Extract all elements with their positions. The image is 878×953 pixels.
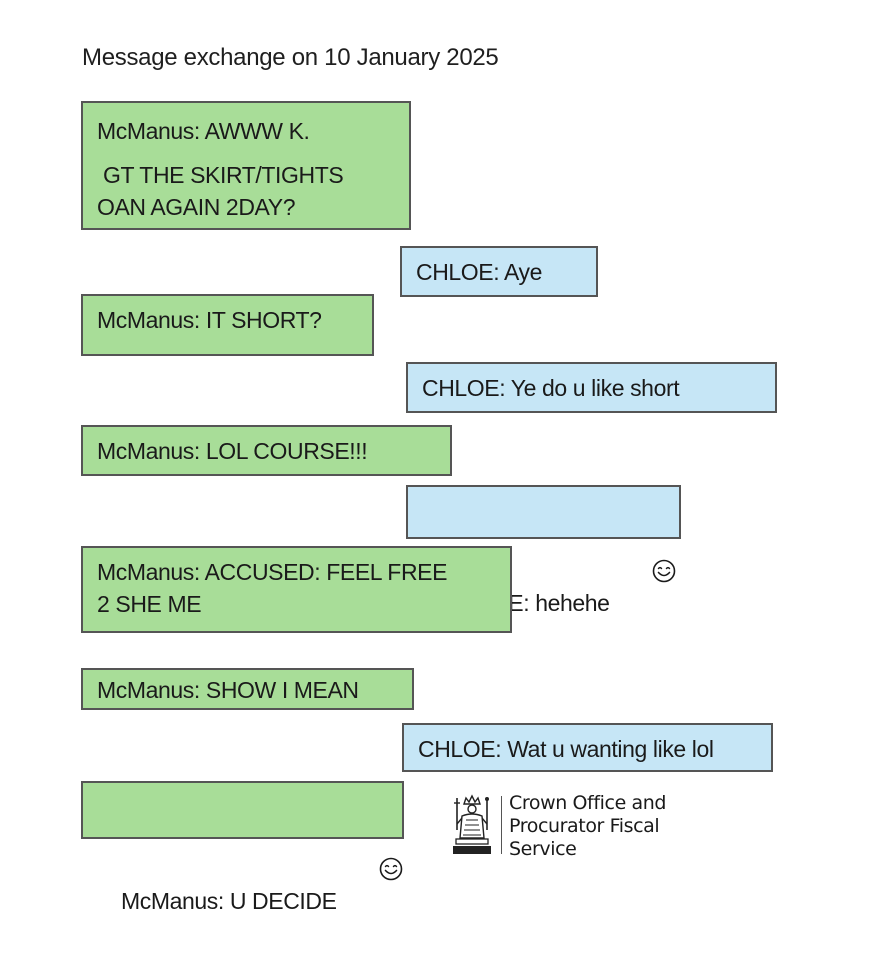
message-bubble-chloe: CHLOE: Aye: [400, 246, 598, 297]
logo-divider: [501, 796, 502, 854]
message-bubble-chloe: CHLOE: Wat u wanting like lol: [402, 723, 773, 772]
message-text: CHLOE: Ye do u like short: [422, 375, 680, 401]
page-title: Message exchange on 10 January 2025: [82, 44, 499, 71]
message-text: CHLOE: Wat u wanting like lol: [418, 736, 714, 762]
message-text: McManus: LOL COURSE!!!: [97, 438, 368, 464]
message-bubble-chloe: CHLOE: hehehe: [406, 485, 681, 616]
message-text: CHLOE: Aye: [416, 259, 542, 285]
message-text: McManus: U DECIDE: [120, 888, 337, 914]
royal-crest-icon: [450, 794, 494, 856]
organisation-name-line: Procurator Fiscal: [509, 815, 660, 837]
message-bubble-mcmanus: McManus: LOL COURSE!!!: [81, 425, 452, 476]
message-text: McManus: IT SHORT?: [97, 307, 322, 333]
message-bubble-chloe: CHLOE: Ye do u like short: [406, 362, 777, 413]
smiling-face-icon: [343, 825, 403, 921]
message-text: McManus: SHOW I MEAN: [97, 677, 359, 703]
message-text: 2 SHE ME: [97, 591, 202, 617]
organisation-name: Crown Office and Procurator Fiscal Servi…: [509, 792, 666, 861]
message-bubble-mcmanus: McManus: U DECIDE: [81, 781, 404, 914]
organisation-name-line: Service: [509, 838, 577, 860]
smiling-face-icon: [616, 527, 676, 623]
organisation-name-line: Crown Office and: [509, 792, 667, 814]
crown-office-logo: Crown Office and Procurator Fiscal Servi…: [450, 792, 670, 860]
message-text: McManus: AWWW K.: [97, 118, 310, 144]
message-bubble-mcmanus: McManus: SHOW I MEAN: [81, 668, 414, 710]
message-text: GT THE SKIRT/TIGHTS: [97, 162, 344, 188]
message-text: OAN AGAIN 2DAY?: [97, 194, 296, 220]
message-text: McManus: ACCUSED: FEEL FREE: [97, 559, 448, 585]
message-bubble-mcmanus: McManus: ACCUSED: FEEL FREE 2 SHE ME: [81, 546, 512, 633]
message-bubble-mcmanus: McManus: IT SHORT?: [81, 294, 374, 356]
message-bubble-mcmanus: McManus: AWWW K. GT THE SKIRT/TIGHTS OAN…: [81, 101, 411, 230]
